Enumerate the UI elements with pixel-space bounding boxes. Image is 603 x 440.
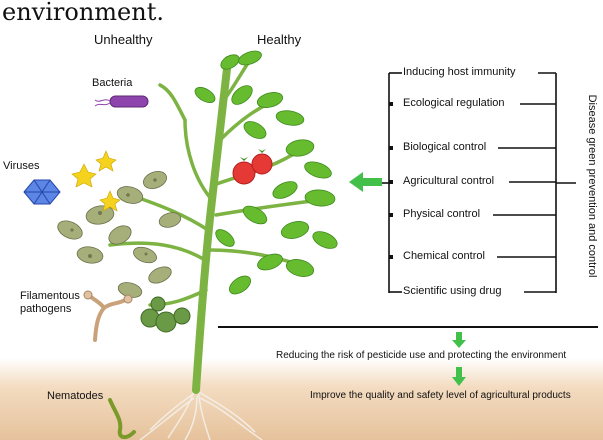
- measure-scientific-using-drug: Scientific using drug: [402, 285, 503, 297]
- unhealthy-label: Unhealthy: [94, 32, 153, 47]
- left-arrow-icon: [349, 172, 382, 192]
- nematode-icon: [108, 398, 136, 439]
- tomato-calyx: [240, 149, 266, 161]
- top-text: environment.: [2, 0, 164, 26]
- vertical-label-box: Disease green prevention and control: [581, 76, 603, 296]
- virus-icon: [23, 179, 61, 205]
- measure-ecological-regulation: Ecological regulation: [402, 97, 506, 109]
- healthy-label: Healthy: [257, 32, 302, 47]
- viruses-label: Viruses: [3, 160, 40, 172]
- yellow-flowers: [71, 150, 121, 212]
- measure-tick-marks: [389, 102, 393, 259]
- disease-spots: [70, 178, 157, 258]
- outcome-1: Reducing the risk of pesticide use and p…: [276, 350, 567, 361]
- diseased-fruit: [140, 296, 191, 333]
- bacteria-label: Bacteria: [92, 77, 133, 89]
- soil-band: [0, 358, 603, 440]
- measure-physical-control: Physical control: [402, 208, 482, 220]
- filamentous-label: Filamentous pathogens: [20, 290, 80, 315]
- down-arrow-icon-1: [452, 332, 466, 348]
- bacteria-icon: [94, 95, 149, 108]
- nematodes-label: Nematodes: [47, 390, 104, 402]
- measure-agricultural-control: Agricultural control: [402, 175, 496, 187]
- down-arrow-icon-2: [452, 367, 466, 386]
- tomatoes: [232, 153, 273, 185]
- measure-chemical-control: Chemical control: [402, 250, 486, 262]
- outcome-2: Improve the quality and safety level of …: [310, 390, 571, 401]
- measure-biological-control: Biological control: [402, 141, 488, 153]
- vertical-label: Disease green prevention and control: [586, 94, 598, 278]
- healthy-leaves: [194, 50, 338, 295]
- diseased-leaves: [57, 171, 182, 298]
- filamentous-pathogen-tips: [83, 290, 133, 304]
- measure-inducing-host-immunity: Inducing host immunity: [402, 66, 517, 78]
